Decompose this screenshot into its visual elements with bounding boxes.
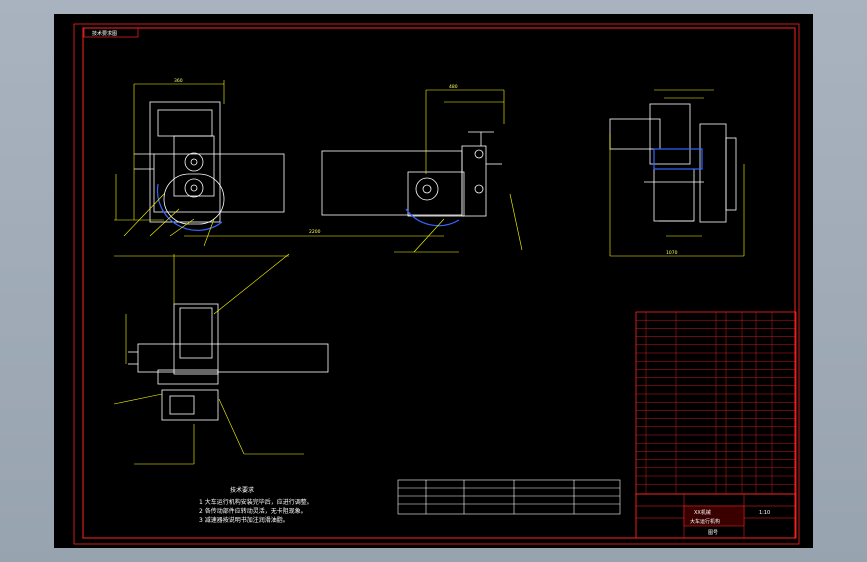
title-block: XX机械 大车运行机构 1:10 图号 <box>635 493 797 539</box>
view-left-dimensions <box>114 80 289 257</box>
wheel-hidden-middle <box>405 208 460 227</box>
view-middle-dimensions <box>394 89 523 253</box>
title-tag-text: 技术要求图 <box>92 30 117 37</box>
title-drawing-name: 大车运行机构 <box>690 518 720 525</box>
dim-label-span: 2200 <box>309 229 321 235</box>
title-scale: 1:10 <box>759 510 770 516</box>
cad-drawing: 技术要求图 360 2200 <box>73 23 800 545</box>
hidden-rect-right <box>653 148 703 170</box>
view-middle-front <box>321 131 502 217</box>
drawing-border-inner <box>82 27 796 539</box>
view-bottom-plan <box>128 303 329 421</box>
technical-notes: 技术要求 1 大车运行机构安装完毕后，应进行调整。 2 各传动部件应转动灵活，无… <box>199 486 313 524</box>
title-tag-box <box>83 27 139 38</box>
dim-label-left-top: 360 <box>174 78 183 84</box>
note-line-2: 2 各传动部件应转动灵活，无卡阻现象。 <box>199 507 307 515</box>
revision-table <box>397 479 621 515</box>
title-sheet: 图号 <box>708 530 718 536</box>
notes-title: 技术要求 <box>230 486 254 494</box>
view-right-dimensions <box>609 89 745 257</box>
note-line-1: 1 大车运行机构安装完毕后，应进行调整。 <box>199 498 313 506</box>
title-company: XX机械 <box>694 509 711 516</box>
dim-label-right-bottom: 1070 <box>666 250 678 256</box>
view-left-front <box>134 101 285 225</box>
dim-label-middle-top: 480 <box>449 84 458 90</box>
drawing-border-outer <box>73 23 800 545</box>
cad-viewport[interactable]: 技术要求图 360 2200 <box>54 14 813 548</box>
view-bottom-dimensions <box>113 253 304 465</box>
note-line-3: 3 减速器按说明书加注润滑油脂。 <box>199 516 289 524</box>
parts-list <box>635 311 797 495</box>
view-right-side <box>609 103 737 223</box>
